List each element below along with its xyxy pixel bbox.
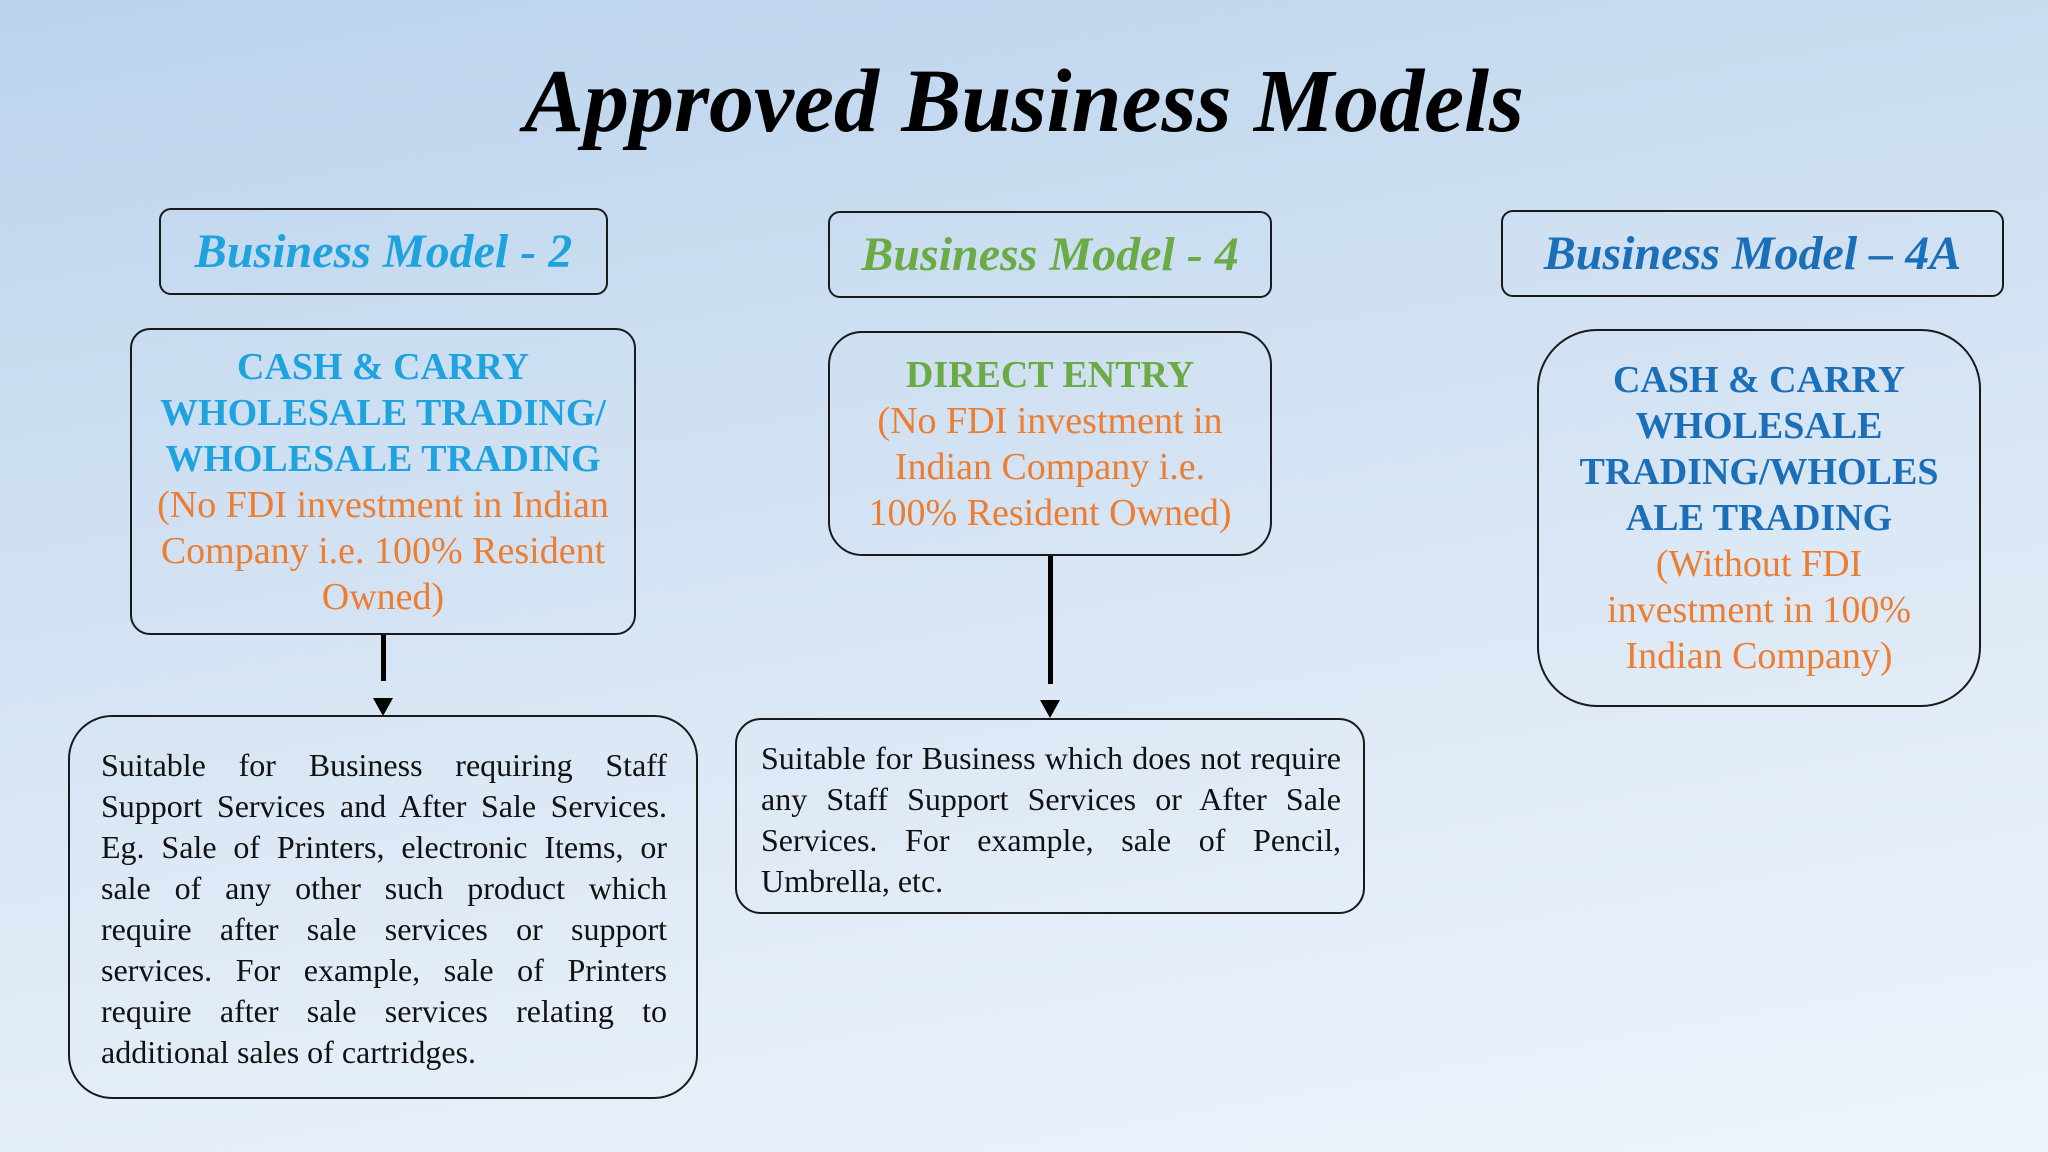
model-2-arrow-line bbox=[381, 635, 386, 681]
model-4a-header-text: Business Model – 4A bbox=[1543, 227, 1962, 280]
model-4-arrow-head bbox=[1040, 700, 1060, 718]
model-4a-note-line-1: (Without FDI bbox=[1655, 543, 1863, 585]
model-2-description: Suitable for Business requiring Staff Su… bbox=[101, 747, 667, 1070]
model-2-note-line-3: Owned) bbox=[321, 575, 445, 618]
model-4a-header: Business Model – 4A bbox=[1501, 210, 2004, 297]
model-4-header-text: Business Model - 4 bbox=[861, 228, 1239, 281]
model-4-box: DIRECT ENTRY (No FDI investment in India… bbox=[828, 331, 1272, 556]
model-4a-title-line-4: ALE TRADING bbox=[1625, 497, 1893, 539]
model-2-title-line-1: CASH & CARRY bbox=[236, 345, 530, 388]
model-4-header: Business Model - 4 bbox=[828, 211, 1272, 298]
model-4a-box: CASH & CARRY WHOLESALE TRADING/WHOLES AL… bbox=[1537, 329, 1981, 707]
model-2-title-line-3: WHOLESALE TRADING bbox=[165, 437, 601, 480]
model-4a-title-line-3: TRADING/WHOLES bbox=[1579, 451, 1939, 493]
model-2-header-text: Business Model - 2 bbox=[194, 225, 573, 278]
model-2-header: Business Model - 2 bbox=[159, 208, 608, 295]
model-4-description-box: Suitable for Business which does not req… bbox=[735, 718, 1365, 914]
model-4a-note-line-3: Indian Company) bbox=[1625, 635, 1893, 677]
model-4-description: Suitable for Business which does not req… bbox=[761, 740, 1341, 899]
model-4a-title-line-1: CASH & CARRY bbox=[1612, 359, 1906, 401]
model-2-description-box: Suitable for Business requiring Staff Su… bbox=[68, 715, 698, 1099]
model-2-note-line-2: Company i.e. 100% Resident bbox=[160, 529, 606, 572]
model-4-note-line-2: Indian Company i.e. bbox=[894, 445, 1206, 488]
model-2-note-line-1: (No FDI investment in Indian bbox=[157, 483, 609, 526]
model-2-box: CASH & CARRY WHOLESALE TRADING/ WHOLESAL… bbox=[130, 328, 636, 635]
model-4-note-line-3: 100% Resident Owned) bbox=[868, 491, 1232, 534]
model-4a-title-line-2: WHOLESALE bbox=[1635, 405, 1883, 447]
model-4-title-line-1: DIRECT ENTRY bbox=[905, 353, 1195, 396]
model-2-arrow-head bbox=[373, 698, 393, 716]
model-4-note-line-1: (No FDI investment in bbox=[877, 399, 1223, 442]
model-4a-note-line-2: investment in 100% bbox=[1607, 589, 1911, 631]
model-2-title-line-2: WHOLESALE TRADING/ bbox=[160, 391, 606, 434]
page-title: Approved Business Models bbox=[523, 52, 1525, 151]
model-4-arrow-line bbox=[1048, 556, 1053, 684]
